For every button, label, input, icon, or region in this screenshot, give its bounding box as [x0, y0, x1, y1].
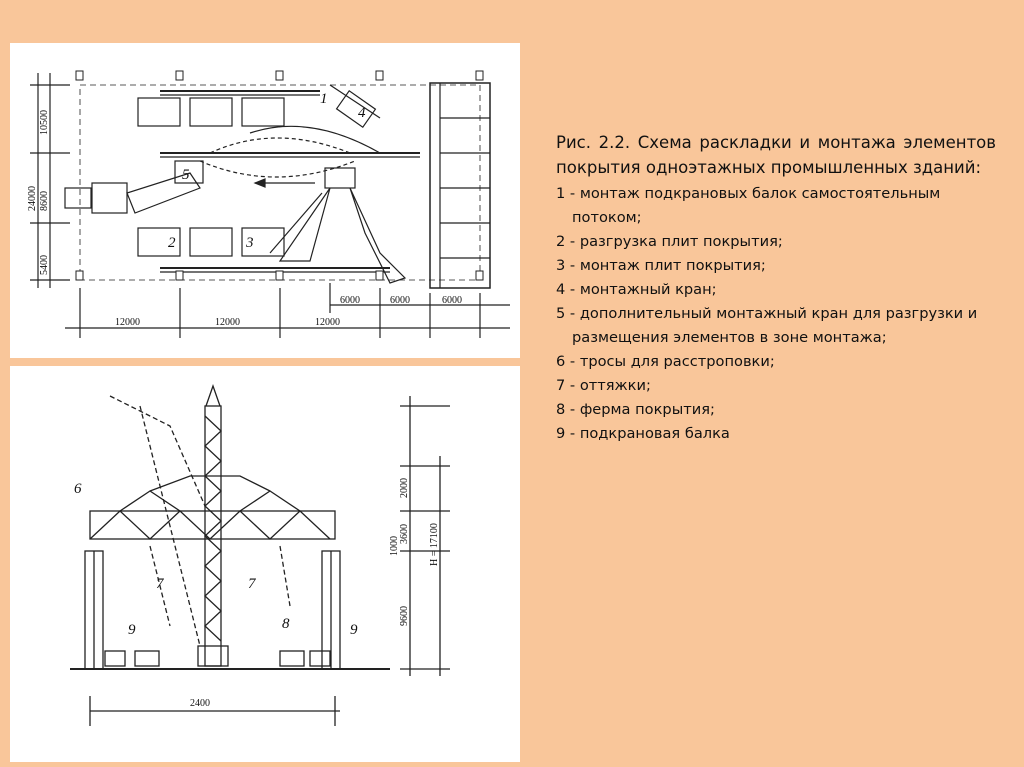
legend-item-4: 4 - монтажный кран; [556, 281, 717, 298]
section-dim-total: H = 17100 [429, 523, 440, 566]
section-marker-6: 6 [74, 481, 82, 497]
plan-dim-8600: 8600 [39, 191, 50, 211]
legend-item-6: 6 - тросы для расстроповки; [556, 353, 775, 370]
plan-marker-5: 5 [182, 167, 190, 183]
plan-marker-2: 2 [168, 235, 176, 251]
plan-dim-bottom-2: 12000 [215, 317, 240, 328]
legend-item-8: 8 - ферма покрытия; [556, 401, 715, 418]
section-marker-7b: 7 [248, 576, 257, 592]
section-drawing: 2400 2000 3600 1000 9600 H = 17100 6 7 7… [70, 384, 450, 726]
plan-dim-right-1: 6000 [340, 295, 360, 306]
plan-drawing-panel: 10500 8600 5400 24000 12000 12000 12000 … [10, 43, 520, 358]
section-drawing-panel: 2400 2000 3600 1000 9600 H = 17100 6 7 7… [10, 366, 520, 762]
section-marker-8: 8 [282, 616, 290, 632]
legend-item-2: 2 - разгрузка плит покрытия; [556, 233, 783, 250]
plan-dim-bottom-1: 12000 [115, 317, 140, 328]
section-dim-9600: 9600 [399, 606, 410, 626]
legend-item-3: 3 - монтаж плит покрытия; [556, 257, 766, 274]
plan-marker-4: 4 [358, 105, 366, 121]
section-dim-2000: 2000 [399, 478, 410, 498]
plan-marker-1: 1 [320, 91, 328, 107]
section-marker-9a: 9 [128, 622, 136, 638]
plan-dim-total: 24000 [27, 186, 38, 211]
plan-dim-right-2: 6000 [390, 295, 410, 306]
section-dim-3600: 3600 [399, 524, 410, 544]
section-marker-7a: 7 [156, 576, 165, 592]
section-dim-1000: 1000 [389, 536, 400, 556]
plan-dim-10500: 10500 [39, 110, 50, 135]
plan-dim-bottom-3: 12000 [315, 317, 340, 328]
legend-item-9: 9 - подкрановая балка [556, 425, 730, 442]
plan-marker-3: 3 [245, 235, 254, 251]
plan-dim-5400: 5400 [39, 255, 50, 275]
legend-item-7: 7 - оттяжки; [556, 377, 651, 394]
section-marker-9b: 9 [350, 622, 358, 638]
legend-item-1: 1 - монтаж подкрановых балок самостоятел… [556, 185, 941, 226]
legend-item-5: 5 - дополнительный монтажный кран для ра… [556, 305, 978, 346]
caption-title: Рис. 2.2. Схема раскладки и монтажа элем… [556, 133, 996, 177]
section-dim-bottom: 2400 [190, 698, 210, 709]
plan-dim-right-3: 6000 [442, 295, 462, 306]
legend-list: 1 - монтаж подкрановых балок самостоятел… [556, 182, 996, 446]
figure-caption: Рис. 2.2. Схема раскладки и монтажа элем… [556, 130, 996, 446]
plan-drawing: 10500 8600 5400 24000 12000 12000 12000 … [27, 70, 510, 338]
